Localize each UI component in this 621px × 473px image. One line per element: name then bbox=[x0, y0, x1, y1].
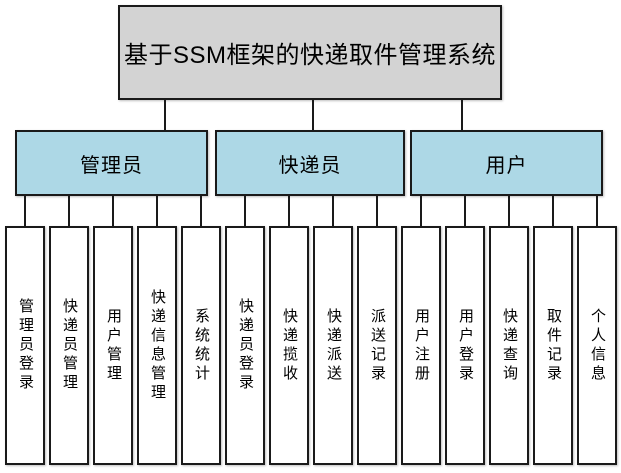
leaf-node-user-manage: 用户管理 bbox=[93, 226, 133, 465]
leaf-node-system-stats: 系统统计 bbox=[181, 226, 221, 465]
connector-root-courier bbox=[312, 100, 314, 130]
connector-line bbox=[112, 196, 114, 226]
connector-line bbox=[244, 196, 246, 226]
leaf-node-delivery-records: 派送记录 bbox=[357, 226, 397, 465]
branch-node-user: 用户 bbox=[410, 130, 603, 196]
leaf-node-express-collect: 快递揽收 bbox=[269, 226, 309, 465]
leaf-node-courier-login: 快递员登录 bbox=[225, 226, 265, 465]
connector-line bbox=[464, 196, 466, 226]
leaf-node-courier-manage: 快递员管理 bbox=[49, 226, 89, 465]
connector-line bbox=[596, 196, 598, 226]
connector-line bbox=[420, 196, 422, 226]
branch-node-admin: 管理员 bbox=[15, 130, 208, 196]
leaf-node-express-query: 快递查询 bbox=[489, 226, 529, 465]
leaf-node-pickup-records: 取件记录 bbox=[533, 226, 573, 465]
leaf-node-admin-login: 管理员登录 bbox=[5, 226, 45, 465]
branch-node-courier: 快递员 bbox=[215, 130, 405, 196]
connector-line bbox=[200, 196, 202, 226]
connector-line bbox=[288, 196, 290, 226]
connector-root-admin bbox=[164, 100, 166, 130]
connector-line bbox=[376, 196, 378, 226]
connector-root-user bbox=[461, 100, 463, 130]
connector-line bbox=[508, 196, 510, 226]
root-node: 基于SSM框架的快递取件管理系统 bbox=[118, 5, 502, 100]
connector-line bbox=[552, 196, 554, 226]
leaf-node-express-info-manage: 快递信息管理 bbox=[137, 226, 177, 465]
leaf-node-express-deliver: 快递派送 bbox=[313, 226, 353, 465]
leaf-node-user-register: 用户注册 bbox=[401, 226, 441, 465]
leaf-node-personal-info: 个人信息 bbox=[577, 226, 617, 465]
connector-line bbox=[24, 196, 26, 226]
connector-line bbox=[68, 196, 70, 226]
connector-line bbox=[156, 196, 158, 226]
connector-line bbox=[332, 196, 334, 226]
leaf-node-user-login: 用户登录 bbox=[445, 226, 485, 465]
